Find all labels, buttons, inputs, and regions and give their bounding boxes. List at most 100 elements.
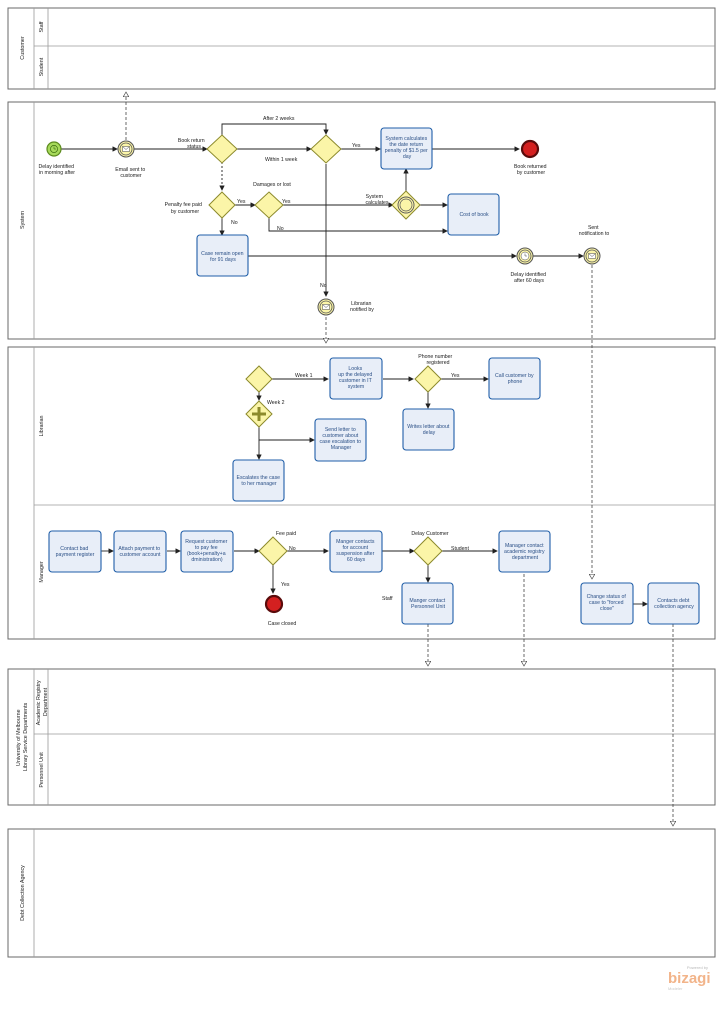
flow-label-yes: Yes (282, 199, 291, 205)
pool-title-debt: Debt Collection Agency (20, 865, 26, 921)
envelope-icon (322, 304, 330, 310)
task-manager-contact-personnel: Manger contact Personnel Unit (401, 582, 454, 625)
start-event-label: Delay identified in morning after (39, 164, 76, 176)
flow-label-staff: Staff (382, 596, 393, 602)
end-event-case-closed: Case closed (264, 594, 296, 627)
envelope-icon (122, 146, 130, 152)
flow-label-within-1-week: Within 1 week (265, 157, 298, 163)
brand-name: bizagi (668, 970, 711, 987)
task-escalates: Escalates the case to her manager (232, 459, 285, 502)
flow-label-no: No (289, 546, 296, 552)
intermediate-event-system-calculates: System calculates (365, 190, 421, 220)
flow-label-yes: Yes (352, 143, 361, 149)
svg-text:Call customer by phone: Call customer by phone (495, 373, 535, 385)
svg-text:Looks up the delayed: Looks up the delayed customer in IT syst… (338, 366, 374, 390)
flow-labels: After 2 weeks Within 1 week Yes Yes Yes … (231, 116, 469, 602)
svg-text:Attach payment to custom: Attach payment to customer account (118, 546, 161, 558)
gateway-damages: Damages or lost (253, 182, 291, 219)
svg-text:Request customer to pay: Request customer to pay fee (book+penalt… (185, 539, 229, 563)
lane-title-staff: Staff (39, 21, 45, 32)
pool-customer: Customer Staff Student (7, 7, 716, 90)
message-flows (126, 92, 673, 826)
message-event-librarian-notified: Librarian notified by (317, 298, 374, 316)
flow-label-week-1: Week 1 (295, 373, 313, 379)
librarian-notified-label: Librarian notified by (350, 301, 374, 313)
svg-text:Contact bad payment regi: Contact bad payment register (56, 546, 95, 558)
gateway-fee-paid: Fee paid (258, 531, 296, 566)
task-contacts-debt: Contacts debt collection agency (647, 582, 700, 625)
flow-label-after-2-weeks: After 2 weeks (263, 116, 295, 122)
sent-notification-label: Sent notification to (579, 225, 610, 237)
end-event-book-returned: Book returned by customer (514, 139, 548, 176)
svg-text:Send letter to customer: Send letter to customer about case escal… (320, 427, 363, 451)
powered-by-label: Powered by (687, 965, 708, 970)
gateway-delay-customer: Delay Customer (411, 531, 449, 566)
svg-text:Escalates the case to he: Escalates the case to her manager (237, 475, 282, 487)
task-case-remain-open: Case remain open for 91 days (196, 234, 249, 277)
gateway-penalty-paid: Penalty fee paid by customer (165, 191, 236, 219)
start-event-delay: Delay identified in morning after (39, 141, 76, 176)
svg-text:Manger contacts for acco: Manger contacts for account suspension a… (336, 539, 376, 563)
flow-label-no: No (231, 220, 238, 226)
gateway-label: Phone number registered (418, 354, 453, 366)
flow-label-week-2: Week 2 (267, 400, 285, 406)
task-request-customer: Request customer to pay fee (book+penalt… (180, 530, 234, 573)
gateway-week (245, 365, 273, 393)
task-cost-of-book: Cost of book (447, 193, 500, 236)
pool-university: University of Melbourne Library Service … (7, 668, 716, 806)
task-manager-contacts-suspension: Manger contacts for account suspension a… (329, 530, 383, 573)
book-returned-label: Book returned by customer (514, 164, 548, 176)
lane-title-manager: Manager (39, 561, 45, 582)
gateway-book-return-status: Book return status (178, 134, 238, 164)
task-send-letter: Send letter to customer about case escal… (314, 418, 367, 462)
task-writes-letter: Writes letter about delay (402, 408, 455, 451)
lane-title-student: Student (39, 57, 45, 76)
pool-title-system: System (20, 211, 26, 229)
pool-debt-collection: Debt Collection Agency (7, 828, 716, 958)
gateway-label: Book return status (178, 138, 206, 150)
task-contact-bad-payment: Contact bad payment register (48, 530, 102, 573)
flow-label-yes: Yes (237, 199, 246, 205)
intermediate-event-email: Email sent to customer (115, 140, 146, 179)
svg-text:Manger contact Personnel: Manger contact Personnel Unit (409, 598, 446, 610)
sequence-flows (61, 123, 648, 607)
svg-text:Contacts debt collection: Contacts debt collection agency (654, 598, 694, 610)
gateway-label: Fee paid (276, 531, 296, 537)
message-event-sent-notification: Sent notification to (579, 225, 610, 265)
gateway-parallel-week-2 (245, 400, 273, 428)
flow-label-yes: Yes (281, 582, 290, 588)
email-event-label: Email sent to customer (115, 167, 146, 179)
envelope-icon (588, 253, 596, 259)
gateway-after-week (310, 134, 342, 164)
task-change-status: Change status of case to "forced close" (580, 582, 634, 625)
system-calculates-label: System calculates (365, 194, 388, 206)
pool-title-university: University of Melbourne Library Service … (16, 703, 29, 772)
bizagi-logo: Powered by bizagi Modeler (668, 965, 711, 991)
gateway-label: Damages or lost (253, 182, 291, 188)
delay-60-label: Delay identified after 60 days (511, 272, 548, 284)
task-system-calculates-fee: System calculates the date return penalt… (380, 127, 433, 170)
svg-text:Case remain open for 91: Case remain open for 91 days (201, 251, 245, 263)
gateway-phone-registered: Phone number registered (414, 354, 453, 393)
flow-label-no: No (320, 283, 327, 289)
task-call-customer: Call customer by phone (488, 357, 541, 400)
flow-label-student: Student (451, 546, 469, 552)
lane-title-academic-registry: Academic Registry Department (36, 679, 49, 725)
pool-title-customer: Customer (20, 36, 26, 60)
svg-text:System calculates the da: System calculates the date return penalt… (385, 136, 429, 160)
task-looks-up: Looks up the delayed customer in IT syst… (329, 357, 383, 400)
lane-title-librarian: Librarian (39, 416, 45, 437)
svg-text:Manager contact academic: Manager contact academic registry depart… (504, 543, 546, 561)
lane-title-personnel-unit: Personnel Unit (39, 752, 45, 788)
task-attach-payment: Attach payment to customer account (113, 530, 167, 573)
svg-text:Writes letter about dela: Writes letter about delay (407, 424, 450, 436)
gateway-label: Delay Customer (411, 531, 448, 537)
gateway-label: Penalty fee paid by customer (165, 202, 204, 215)
flow-label-yes: Yes (451, 373, 460, 379)
svg-text:Change status of case to: Change status of case to "forced close" (587, 594, 628, 612)
plus-icon (252, 407, 266, 421)
svg-text:Cost of book: Cost of book (459, 212, 489, 218)
brand-sub: Modeler (668, 986, 683, 991)
task-manager-contact-academic: Manager contact academic registry depart… (498, 530, 551, 573)
